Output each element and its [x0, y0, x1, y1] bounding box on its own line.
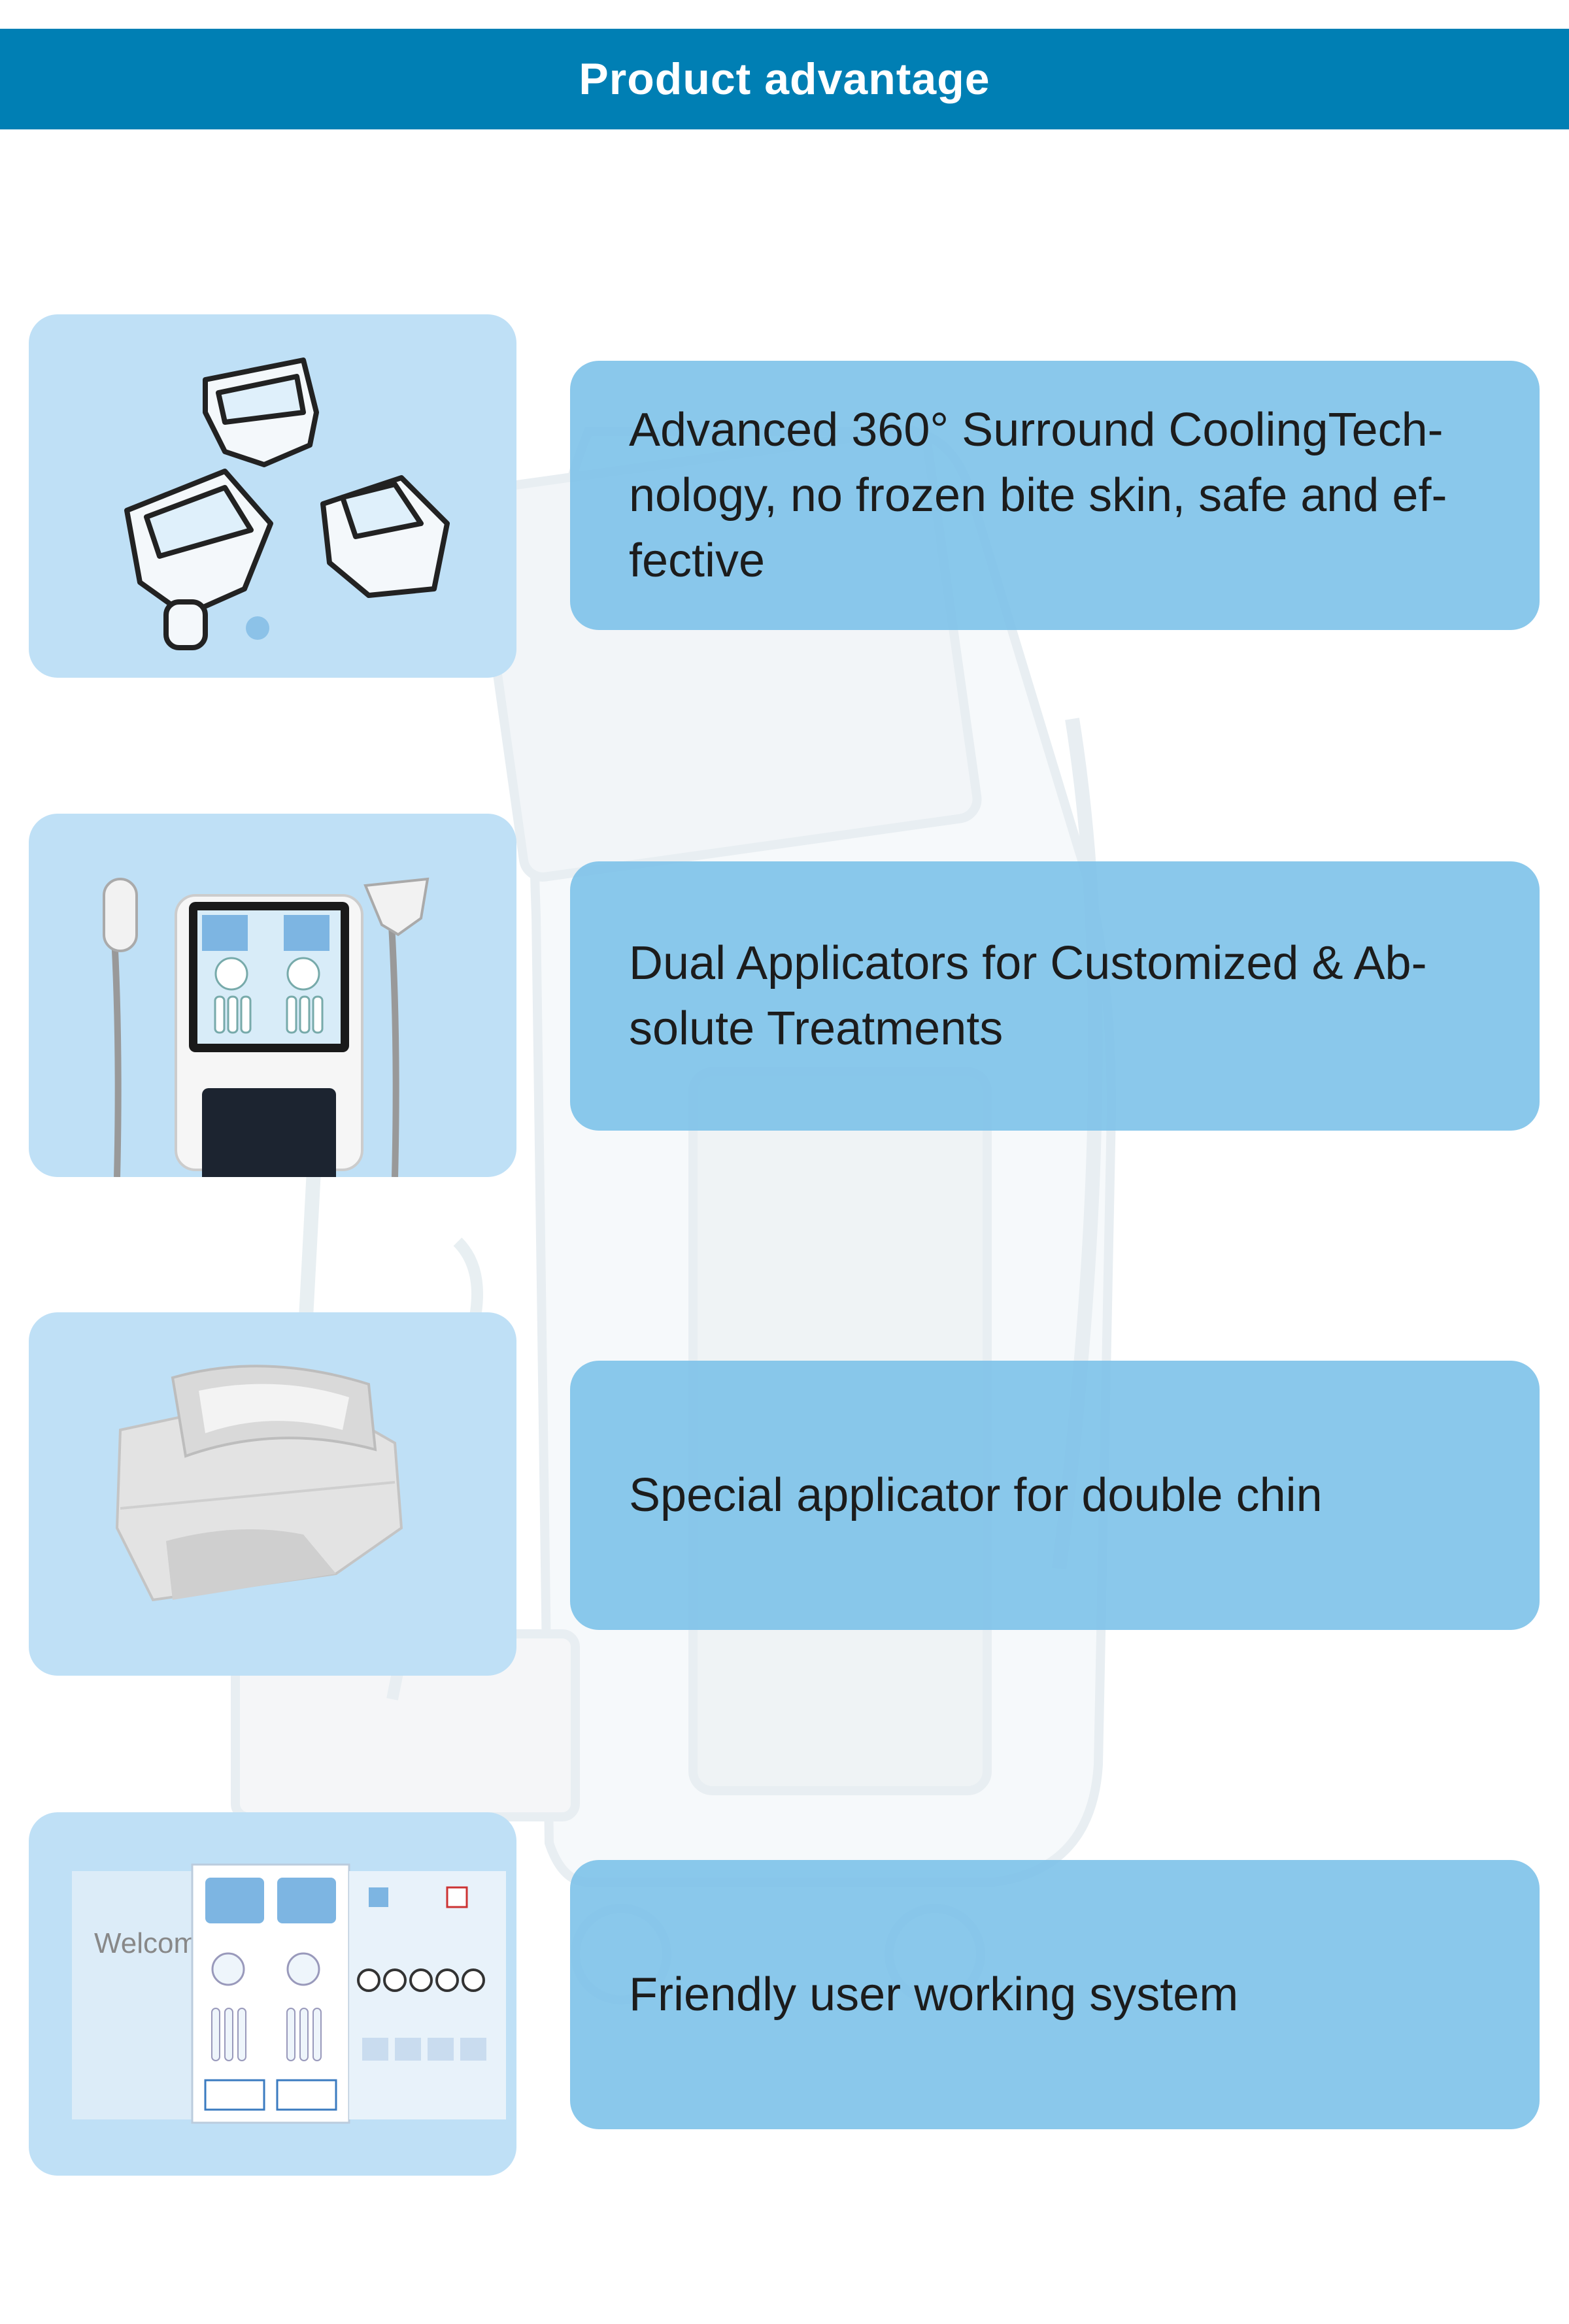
cooling-handpieces-icon: [124, 357, 450, 650]
chin-applicator-icon: [115, 1365, 403, 1602]
software-interface-image: Welcome: [29, 1812, 516, 2176]
feature-text-dual-applicators: Dual Applicators for Customized & Ab- so…: [629, 937, 1427, 1055]
software-screens-icon: Welcome: [72, 1863, 506, 2124]
feature-card-double-chin: Special applicator for double chin: [570, 1361, 1540, 1630]
feature-text-user-system: Friendly user working system: [629, 1968, 1239, 2021]
feature-card-user-system: Friendly user working system: [570, 1860, 1540, 2129]
feature-text-double-chin: Special applicator for double chin: [629, 1469, 1323, 1521]
feature-card-dual-applicators: Dual Applicators for Customized & Ab- so…: [570, 861, 1540, 1131]
cooling-handpieces-image: [29, 314, 516, 678]
double-chin-applicator-image: [29, 1312, 516, 1676]
machine-icon: [103, 877, 430, 1177]
dual-applicator-machine-image: [29, 814, 516, 1177]
feature-text-cooling: Advanced 360° Surround CoolingTech- nolo…: [629, 404, 1447, 587]
feature-card-cooling: Advanced 360° Surround CoolingTech- nolo…: [570, 361, 1540, 630]
section-header: Product advantage: [0, 29, 1569, 129]
section-title: Product advantage: [579, 54, 990, 104]
